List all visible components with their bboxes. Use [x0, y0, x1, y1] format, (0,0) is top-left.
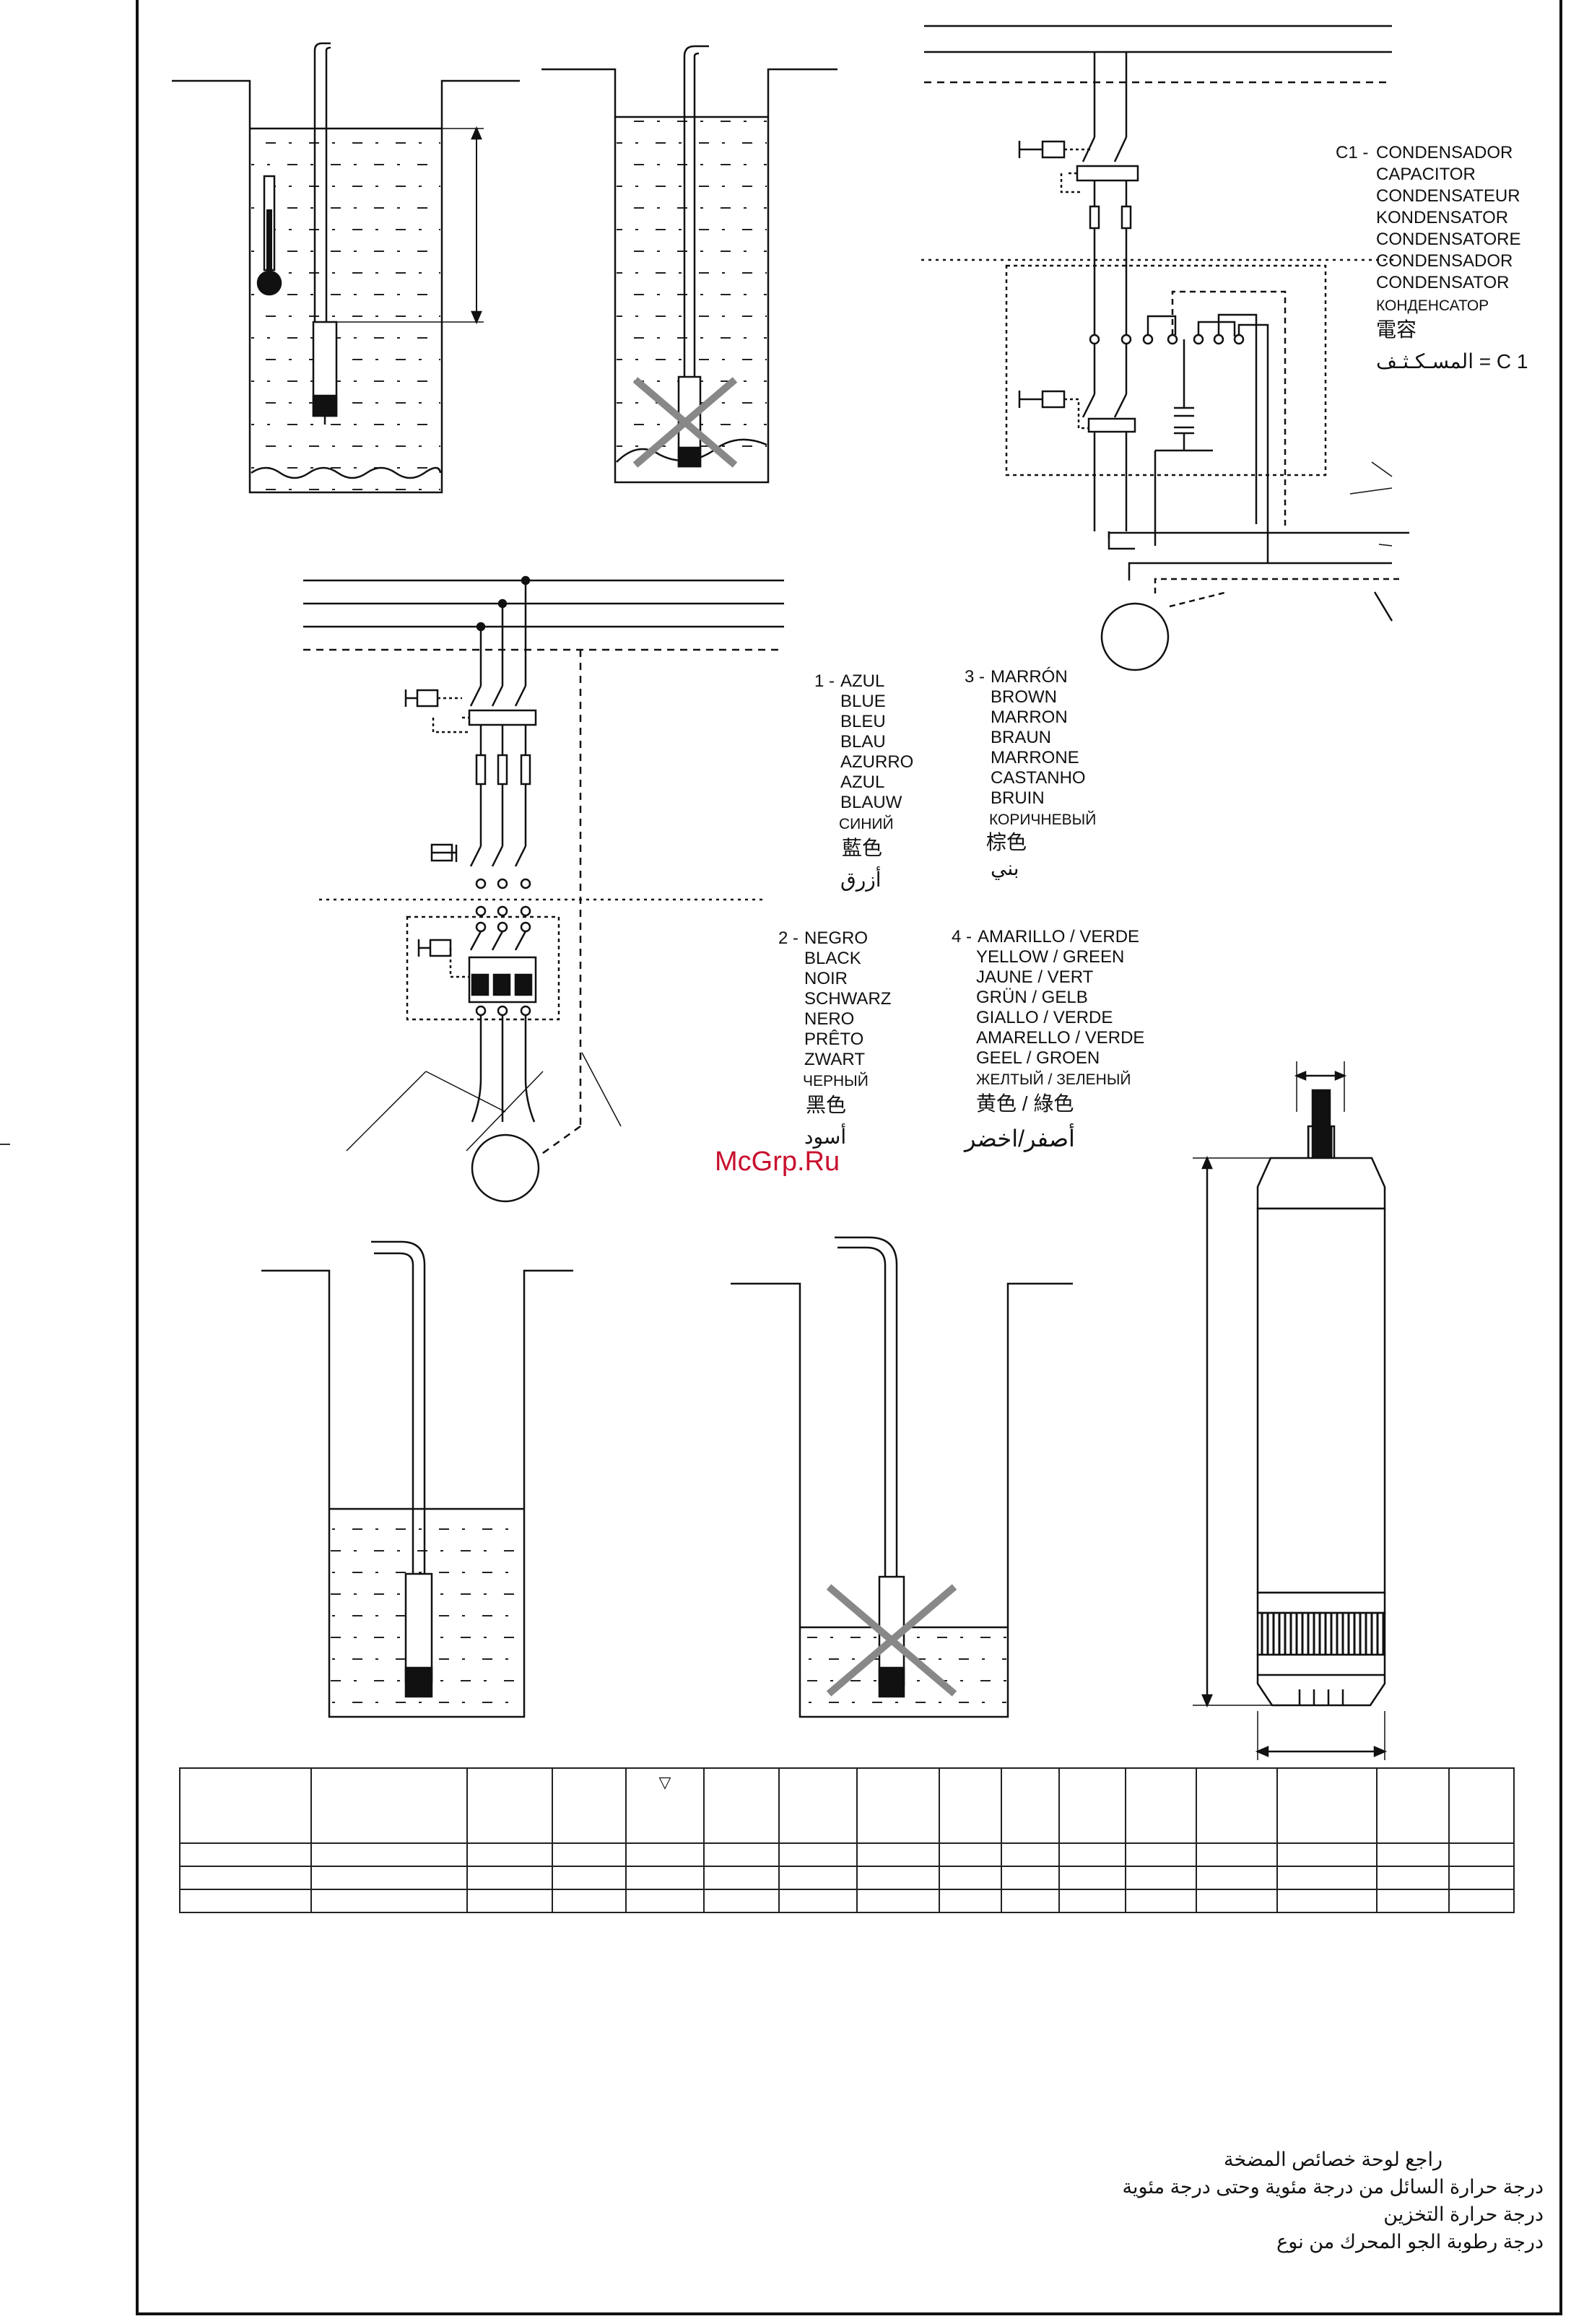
wire-legend-line: PRÊTO — [804, 1030, 864, 1049]
table-row — [179, 1842, 1515, 1867]
table-cell — [703, 1767, 780, 1844]
capacitor-legend-line: CONDENSATORE — [1376, 230, 1521, 249]
wire-legend-line: YELLOW / GREEN — [976, 947, 1125, 967]
table-row — [179, 1889, 1515, 1913]
table-cell — [310, 1767, 468, 1844]
well-temperature-diagram — [172, 42, 520, 494]
wire-legend-line: BRUIN — [991, 788, 1045, 808]
page-frame — [136, 0, 1562, 2315]
wire-legend-line: ЧЕРНЫЙ — [803, 1073, 869, 1089]
wire-legend-line: NEGRO — [804, 928, 869, 948]
table-cell — [1058, 1767, 1126, 1844]
wire-legend-line: 黑色 — [806, 1094, 847, 1116]
table-cell — [552, 1767, 627, 1844]
wire-legend-line: BLEU — [840, 712, 886, 731]
capacitor-legend-prefix: C1 - — [1336, 143, 1369, 162]
wire-legend-line: BLUE — [840, 692, 886, 711]
single-phase-wiring-diagram — [921, 25, 1409, 671]
wire-legend-line: ЖЕЛТЫЙ / ЗЕЛЕНЫЙ — [976, 1071, 1131, 1088]
wire-legend-line: КОРИЧНЕВЫЙ — [989, 811, 1097, 828]
wire-legend-prefix: 4 - — [952, 927, 972, 946]
wire-legend-line: MARRÓN — [991, 667, 1068, 687]
wire-legend-line: أصفر/اخضر — [965, 1126, 1075, 1152]
wire-legend-line: 藍色 — [842, 837, 883, 859]
wire-legend-line: CASTANHO — [991, 768, 1086, 788]
wire-legend-line: AZUL — [840, 671, 885, 691]
table-cell — [1001, 1767, 1060, 1844]
wire-legend-line: NERO — [804, 1009, 855, 1029]
wire-legend-line: AMARELLO / VERDE — [976, 1028, 1145, 1048]
table-cell — [939, 1767, 1002, 1844]
arabic-notes: راجع لوحة خصائص المضخة درجة حرارة السائل… — [1123, 2146, 1544, 2255]
wire-legend-line: SCHWARZ — [804, 989, 892, 1009]
wire-legend-prefix: 1 - — [814, 671, 835, 691]
table-cell — [1376, 1767, 1450, 1844]
table-cell — [1276, 1767, 1378, 1844]
wire-legend-2: 2 - NEGRO BLACK NOIR SCHWARZ NERO PRÊTO … — [778, 928, 908, 1159]
capacitor-legend-line: CONDENSADOR — [1376, 143, 1513, 162]
capacitor-legend-line: CONDENSATOR — [1376, 273, 1510, 292]
capacitor-legend-line: CAPACITOR — [1376, 165, 1476, 184]
wire-legend-4: 4 - AMARILLO / VERDE YELLOW / GREEN JAUN… — [952, 927, 1168, 1165]
wire-legend-line: AZUL — [840, 773, 885, 792]
table-cell — [179, 1767, 312, 1844]
table-cell — [856, 1767, 940, 1844]
watermark: McGrp.Ru — [715, 1146, 840, 1177]
table-header-row: ▽ — [179, 1767, 1515, 1844]
wire-legend-line: MARRON — [991, 708, 1068, 727]
wire-legend-line: ZWART — [804, 1050, 865, 1069]
motor-dimension-drawing — [1193, 1061, 1388, 1760]
wire-legend-line: GIALLO / VERDE — [976, 1008, 1113, 1027]
well-pump-submerged-correct — [261, 1240, 573, 1718]
well-pump-low-water-wrong — [731, 1236, 1073, 1718]
wire-legend-line: JAUNE / VERT — [976, 967, 1094, 987]
table-cell — [1196, 1767, 1278, 1844]
capacitor-legend-line: КОНДЕНСАТОР — [1376, 297, 1489, 314]
arabic-note-line: راجع لوحة خصائص المضخة — [1223, 2149, 1442, 2170]
three-phase-wiring-diagram — [303, 575, 784, 1203]
capacitor-legend-line: KONDENSATOR — [1376, 208, 1509, 227]
well-pump-on-bottom-wrong — [541, 45, 837, 484]
wire-legend-prefix: 3 - — [965, 667, 985, 687]
arabic-note-line: درجة حرارة التخزين — [1383, 2203, 1544, 2225]
wire-legend-prefix: 2 - — [778, 928, 799, 948]
wire-legend-line: СИНИЙ — [839, 816, 894, 832]
wire-legend-line: MARRONE — [991, 748, 1079, 767]
water-level-symbol: ▽ — [658, 1773, 671, 1791]
wire-legend-line: NOIR — [804, 969, 848, 988]
table-cell — [1448, 1767, 1515, 1844]
wire-legend-3: 3 - MARRÓN BROWN MARRON BRAUN MARRONE CA… — [965, 667, 1123, 898]
wire-legend-line: GRÜN / GELB — [976, 988, 1088, 1007]
table-cell: ▽ — [625, 1767, 705, 1844]
wire-legend-line: BRAUN — [991, 728, 1052, 747]
capacitor-legend-line: 電容 — [1376, 318, 1417, 341]
wire-legend-line: أزرق — [840, 869, 882, 891]
table-cell — [466, 1767, 553, 1844]
table-row — [179, 1866, 1515, 1890]
arabic-note-line: درجة رطوبة الجو المحرك من نوع — [1276, 2231, 1544, 2253]
wire-legend-line: BLACK — [804, 949, 861, 968]
wire-legend-line: أسود — [804, 1126, 847, 1148]
margin-tick — [0, 1144, 10, 1145]
wire-legend-line: بني — [991, 857, 1019, 879]
wire-legend-1: 1 - AZUL BLUE BLEU BLAU AZURRO AZUL BLAU… — [814, 671, 923, 902]
capacitor-legend-line: CONDENSATEUR — [1376, 186, 1520, 206]
arabic-note-line: درجة حرارة السائل من درجة مئوية وحتى درج… — [1122, 2176, 1544, 2198]
table-cell — [778, 1767, 858, 1844]
spec-table: ▽ — [179, 1767, 1515, 1913]
wire-legend-line: BLAU — [840, 732, 886, 752]
wire-legend-line: AMARILLO / VERDE — [978, 927, 1140, 946]
wire-legend-line: AZURRO — [840, 752, 914, 772]
table-cell — [1125, 1767, 1197, 1844]
wire-legend-line: 棕色 — [986, 831, 1027, 853]
capacitor-legend-line: المسـكـثـف = C 1 — [1376, 350, 1528, 373]
wire-legend-line: BLAUW — [840, 793, 902, 812]
wire-legend-line: GEEL / GROEN — [976, 1048, 1100, 1068]
wire-legend-line: BROWN — [991, 687, 1057, 707]
capacitor-legend-line: CONDENSADOR — [1376, 251, 1513, 271]
wire-legend-line: 黄色 / 綠色 — [976, 1092, 1074, 1115]
